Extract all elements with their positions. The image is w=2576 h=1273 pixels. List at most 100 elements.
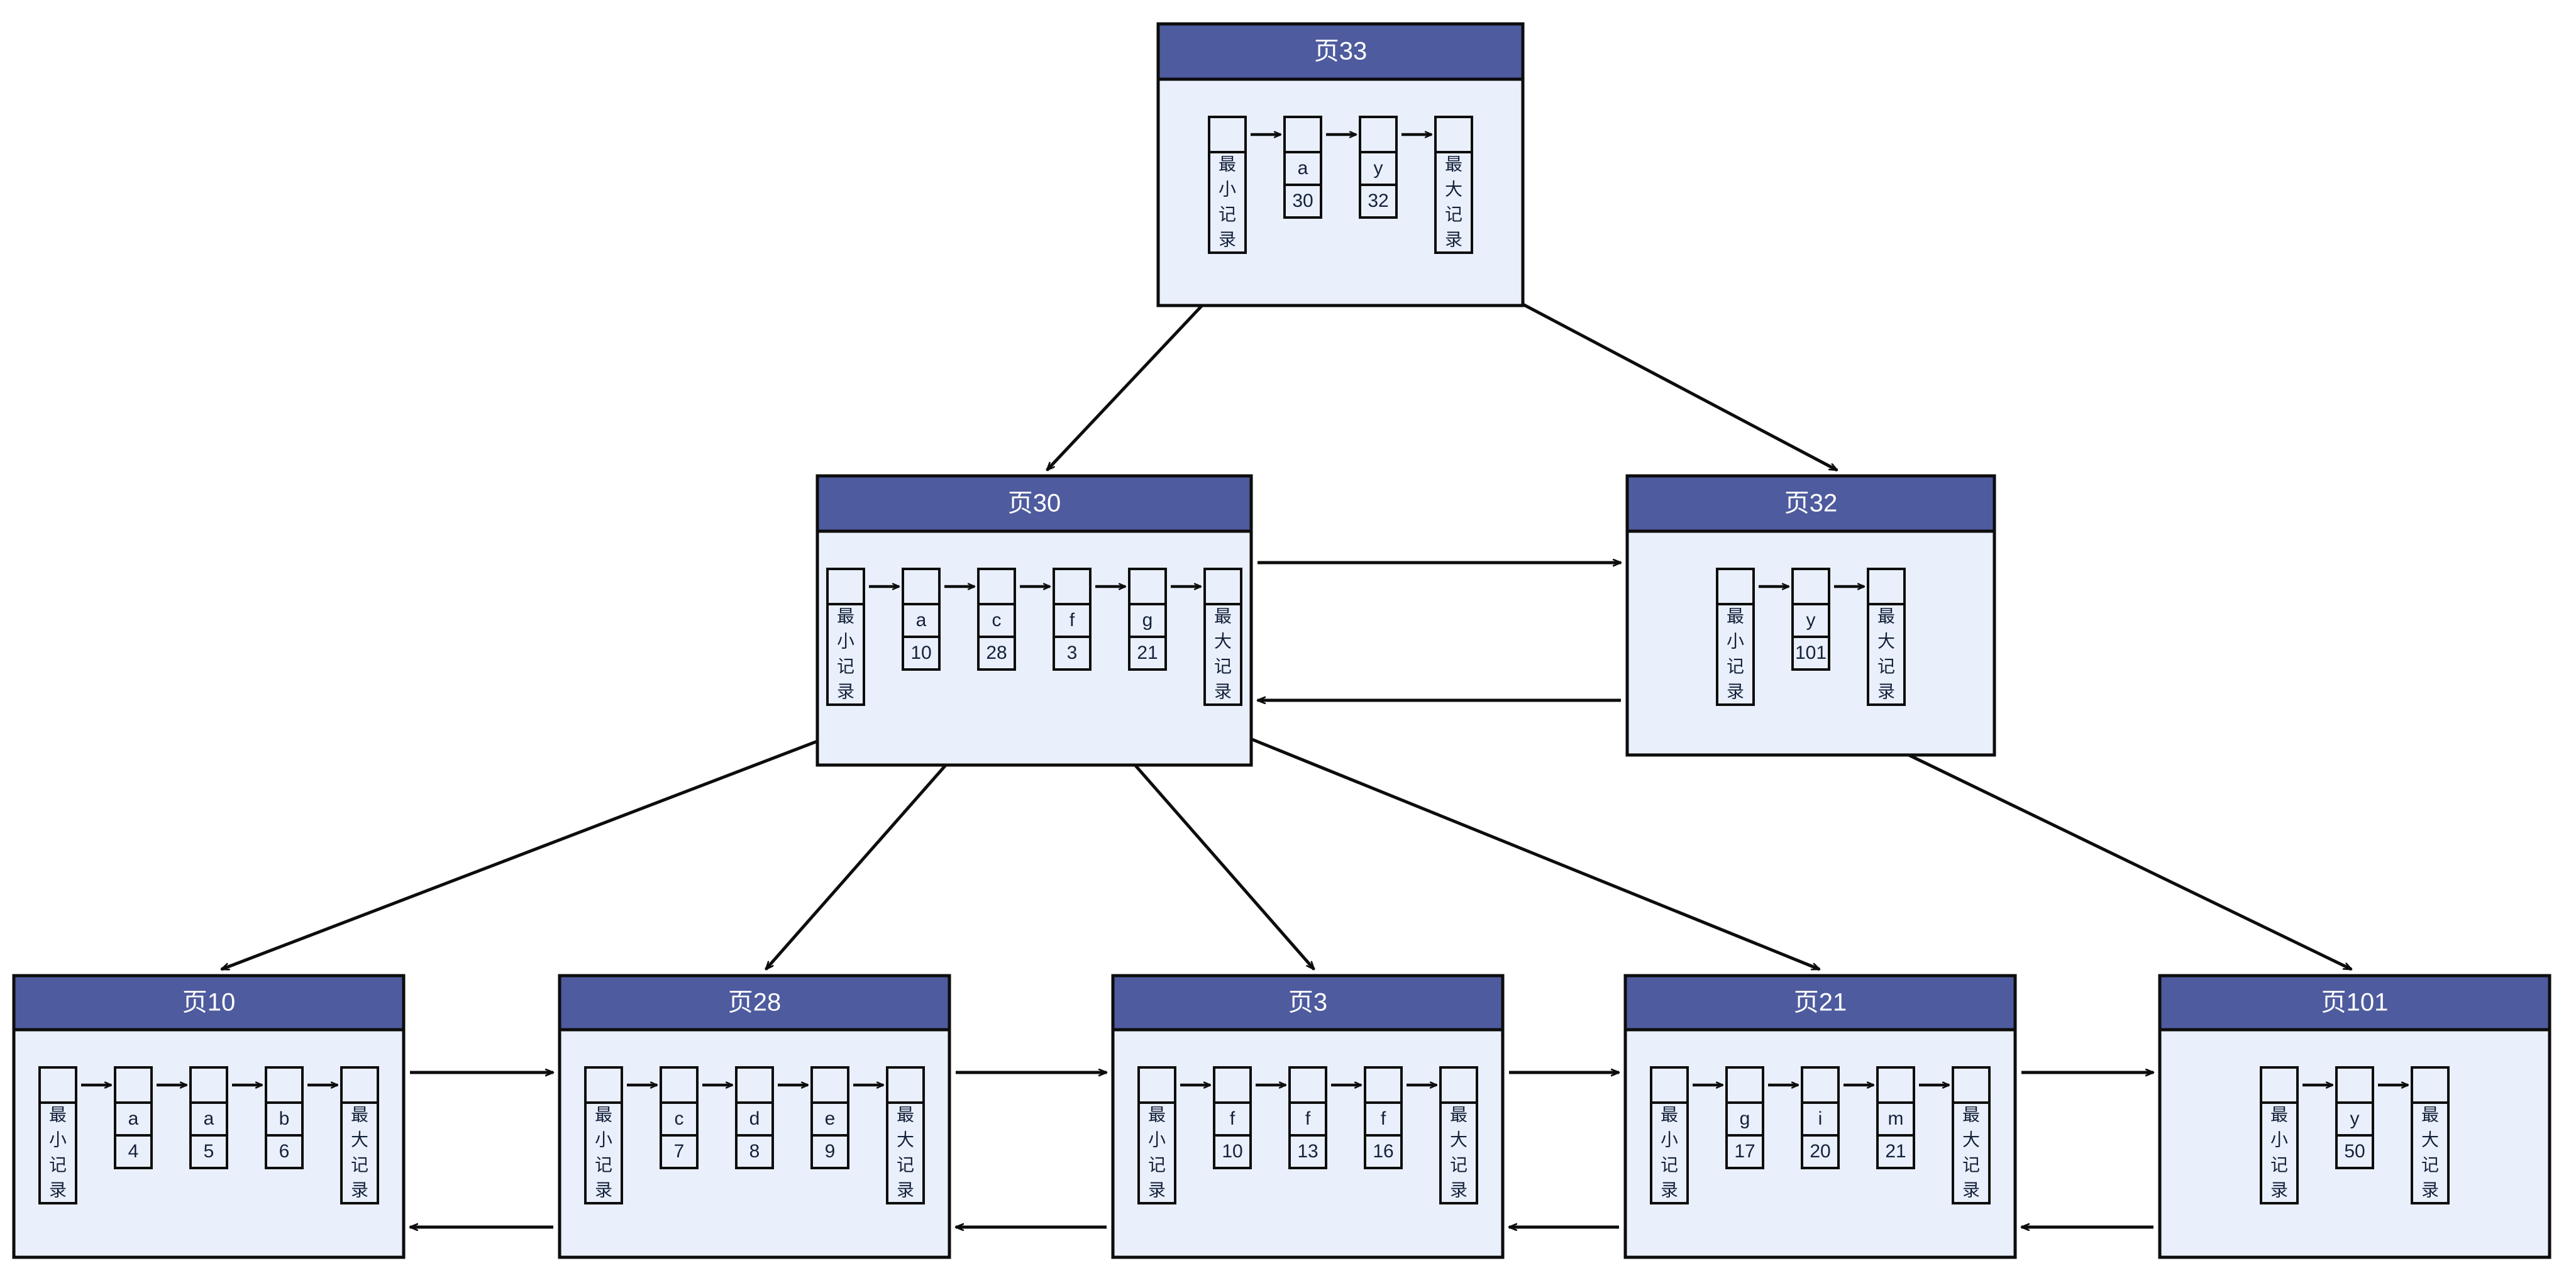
record-cell-e-9[interactable]: e9 — [810, 1066, 883, 1169]
record-pointer-box[interactable] — [1725, 1066, 1764, 1104]
max-record-box[interactable] — [1952, 1101, 1991, 1204]
max-record-box[interactable] — [886, 1101, 925, 1204]
record-pointer-box[interactable] — [1128, 568, 1167, 605]
record-number-box[interactable] — [1288, 1134, 1327, 1169]
record-pointer-box[interactable] — [189, 1066, 228, 1104]
record-pointer-box[interactable] — [1203, 568, 1242, 605]
record-number-box[interactable] — [1283, 184, 1322, 219]
record-number-box[interactable] — [1053, 636, 1092, 671]
record-letter-box[interactable] — [1801, 1101, 1840, 1137]
record-number-box[interactable] — [1213, 1134, 1252, 1169]
record-pointer-box[interactable] — [38, 1066, 77, 1104]
record-cell-f-16[interactable]: f16 — [1364, 1066, 1437, 1169]
record-letter-box[interactable] — [1288, 1101, 1327, 1137]
record-cell-g-17[interactable]: g17 — [1725, 1066, 1798, 1169]
record-cell-f-13[interactable]: f13 — [1288, 1066, 1361, 1169]
record-pointer-box[interactable] — [1053, 568, 1092, 605]
record-cell-y-50[interactable]: y50 — [2335, 1066, 2408, 1169]
record-pointer-box[interactable] — [977, 568, 1016, 605]
record-number-box[interactable] — [265, 1134, 304, 1169]
max-record-box[interactable] — [1434, 151, 1473, 254]
record-letter-box[interactable] — [1876, 1101, 1915, 1137]
record-cell-y-32[interactable]: y32 — [1359, 116, 1432, 219]
record-pointer-box[interactable] — [1359, 116, 1398, 153]
record-pointer-box[interactable] — [2335, 1066, 2374, 1104]
record-number-box[interactable] — [2335, 1134, 2374, 1169]
record-pointer-box[interactable] — [1283, 116, 1322, 153]
record-pointer-box[interactable] — [1208, 116, 1247, 153]
record-cell-a-30[interactable]: a30 — [1283, 116, 1356, 219]
record-pointer-box[interactable] — [1801, 1066, 1840, 1104]
max-record-box[interactable] — [2411, 1101, 2450, 1204]
record-cell-c-7[interactable]: c7 — [660, 1066, 732, 1169]
record-number-box[interactable] — [735, 1134, 774, 1169]
min-record-box[interactable] — [2260, 1101, 2299, 1204]
record-pointer-box[interactable] — [1288, 1066, 1327, 1104]
record-letter-box[interactable] — [1128, 603, 1167, 638]
record-pointer-box[interactable] — [2411, 1066, 2450, 1104]
record-cell-a-5[interactable]: a5 — [189, 1066, 262, 1169]
record-pointer-box[interactable] — [340, 1066, 379, 1104]
record-pointer-box[interactable] — [1213, 1066, 1252, 1104]
record-number-box[interactable] — [1364, 1134, 1403, 1169]
record-pointer-box[interactable] — [1137, 1066, 1176, 1104]
record-number-box[interactable] — [660, 1134, 699, 1169]
record-number-box[interactable] — [810, 1134, 849, 1169]
record-pointer-box[interactable] — [584, 1066, 623, 1104]
record-number-box[interactable] — [1128, 636, 1167, 671]
min-record-box[interactable] — [1137, 1101, 1176, 1204]
record-pointer-box[interactable] — [886, 1066, 925, 1104]
record-cell-a-4[interactable]: a4 — [114, 1066, 187, 1169]
record-letter-box[interactable] — [902, 603, 941, 638]
record-cell-d-8[interactable]: d8 — [735, 1066, 808, 1169]
record-letter-box[interactable] — [1283, 151, 1322, 186]
record-pointer-box[interactable] — [660, 1066, 699, 1104]
record-cell-c-28[interactable]: c28 — [977, 568, 1050, 671]
record-number-box[interactable] — [977, 636, 1016, 671]
record-cell-a-10[interactable]: a10 — [902, 568, 975, 671]
record-pointer-box[interactable] — [735, 1066, 774, 1104]
record-cell-b-6[interactable]: b6 — [265, 1066, 338, 1169]
record-pointer-box[interactable] — [1867, 568, 1906, 605]
record-cell-f-3[interactable]: f3 — [1053, 568, 1125, 671]
min-record-box[interactable] — [1650, 1101, 1689, 1204]
max-record-box[interactable] — [1439, 1101, 1478, 1204]
record-pointer-box[interactable] — [902, 568, 941, 605]
record-pointer-box[interactable] — [1716, 568, 1755, 605]
record-pointer-box[interactable] — [1952, 1066, 1991, 1104]
record-letter-box[interactable] — [977, 603, 1016, 638]
record-letter-box[interactable] — [189, 1101, 228, 1137]
record-pointer-box[interactable] — [1439, 1066, 1478, 1104]
record-number-box[interactable] — [1791, 636, 1830, 671]
record-pointer-box[interactable] — [1434, 116, 1473, 153]
record-pointer-box[interactable] — [826, 568, 865, 605]
record-pointer-box[interactable] — [1876, 1066, 1915, 1104]
min-record-box[interactable] — [1208, 151, 1247, 254]
min-record-box[interactable] — [584, 1101, 623, 1204]
record-cell-m-21[interactable]: m21 — [1876, 1066, 1949, 1169]
max-record-box[interactable] — [1203, 603, 1242, 706]
record-cell-g-21[interactable]: g21 — [1128, 568, 1201, 671]
min-record-box[interactable] — [38, 1101, 77, 1204]
record-pointer-box[interactable] — [2260, 1066, 2299, 1104]
record-pointer-box[interactable] — [810, 1066, 849, 1104]
record-number-box[interactable] — [1725, 1134, 1764, 1169]
record-cell-i-20[interactable]: i20 — [1801, 1066, 1874, 1169]
min-record-box[interactable] — [826, 603, 865, 706]
record-number-box[interactable] — [1801, 1134, 1840, 1169]
